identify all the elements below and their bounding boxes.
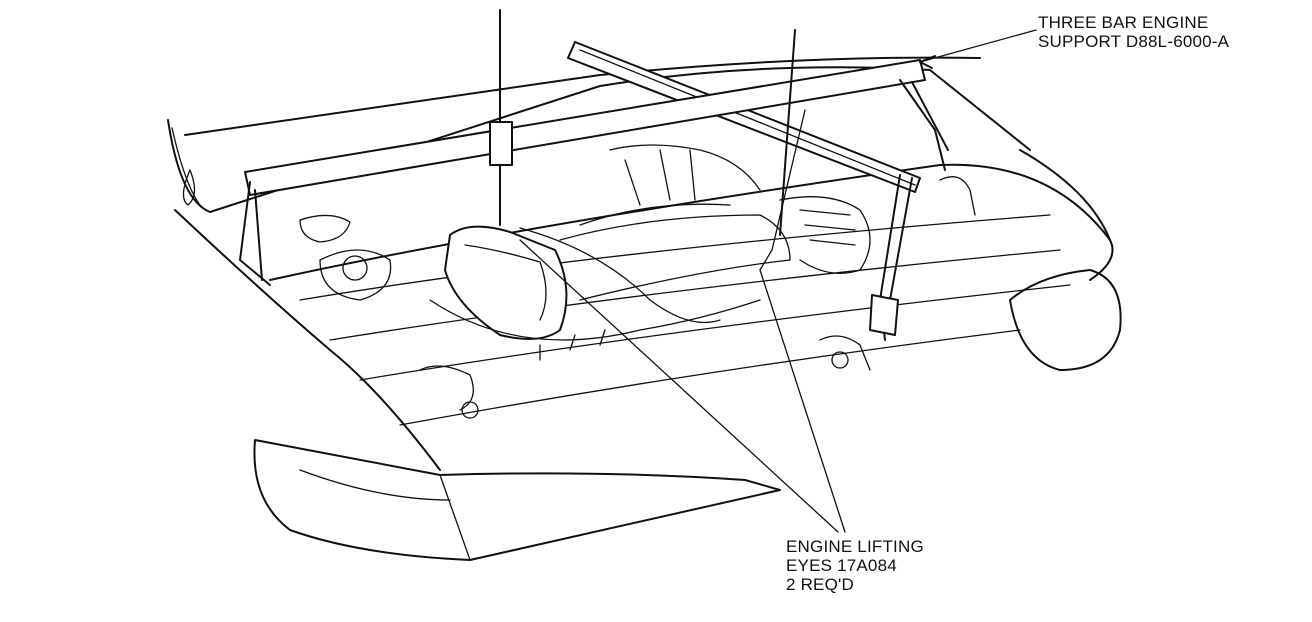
support-callout: THREE BAR ENGINE SUPPORT D88L-6000-A [1038,13,1229,51]
support-callout-line-2: SUPPORT D88L-6000-A [1038,32,1230,51]
eyes-callout-line-3: 2 REQ'D [786,575,854,594]
support-callout-line-1: THREE BAR ENGINE [1038,13,1209,32]
leader-lines [519,29,1037,533]
lifting-eyes-callout: ENGINE LIFTING EYES 17A084 2 REQ'D [786,537,924,594]
eyes-callout-line-2: EYES 17A084 [786,556,897,575]
front-bumper [253,269,1122,561]
lifting-rods [489,9,806,324]
eyes-callout-line-1: ENGINE LIFTING [786,537,924,556]
engine-block [299,144,976,419]
three-bar-engine-support [239,41,949,341]
fender-outline [174,149,1114,471]
